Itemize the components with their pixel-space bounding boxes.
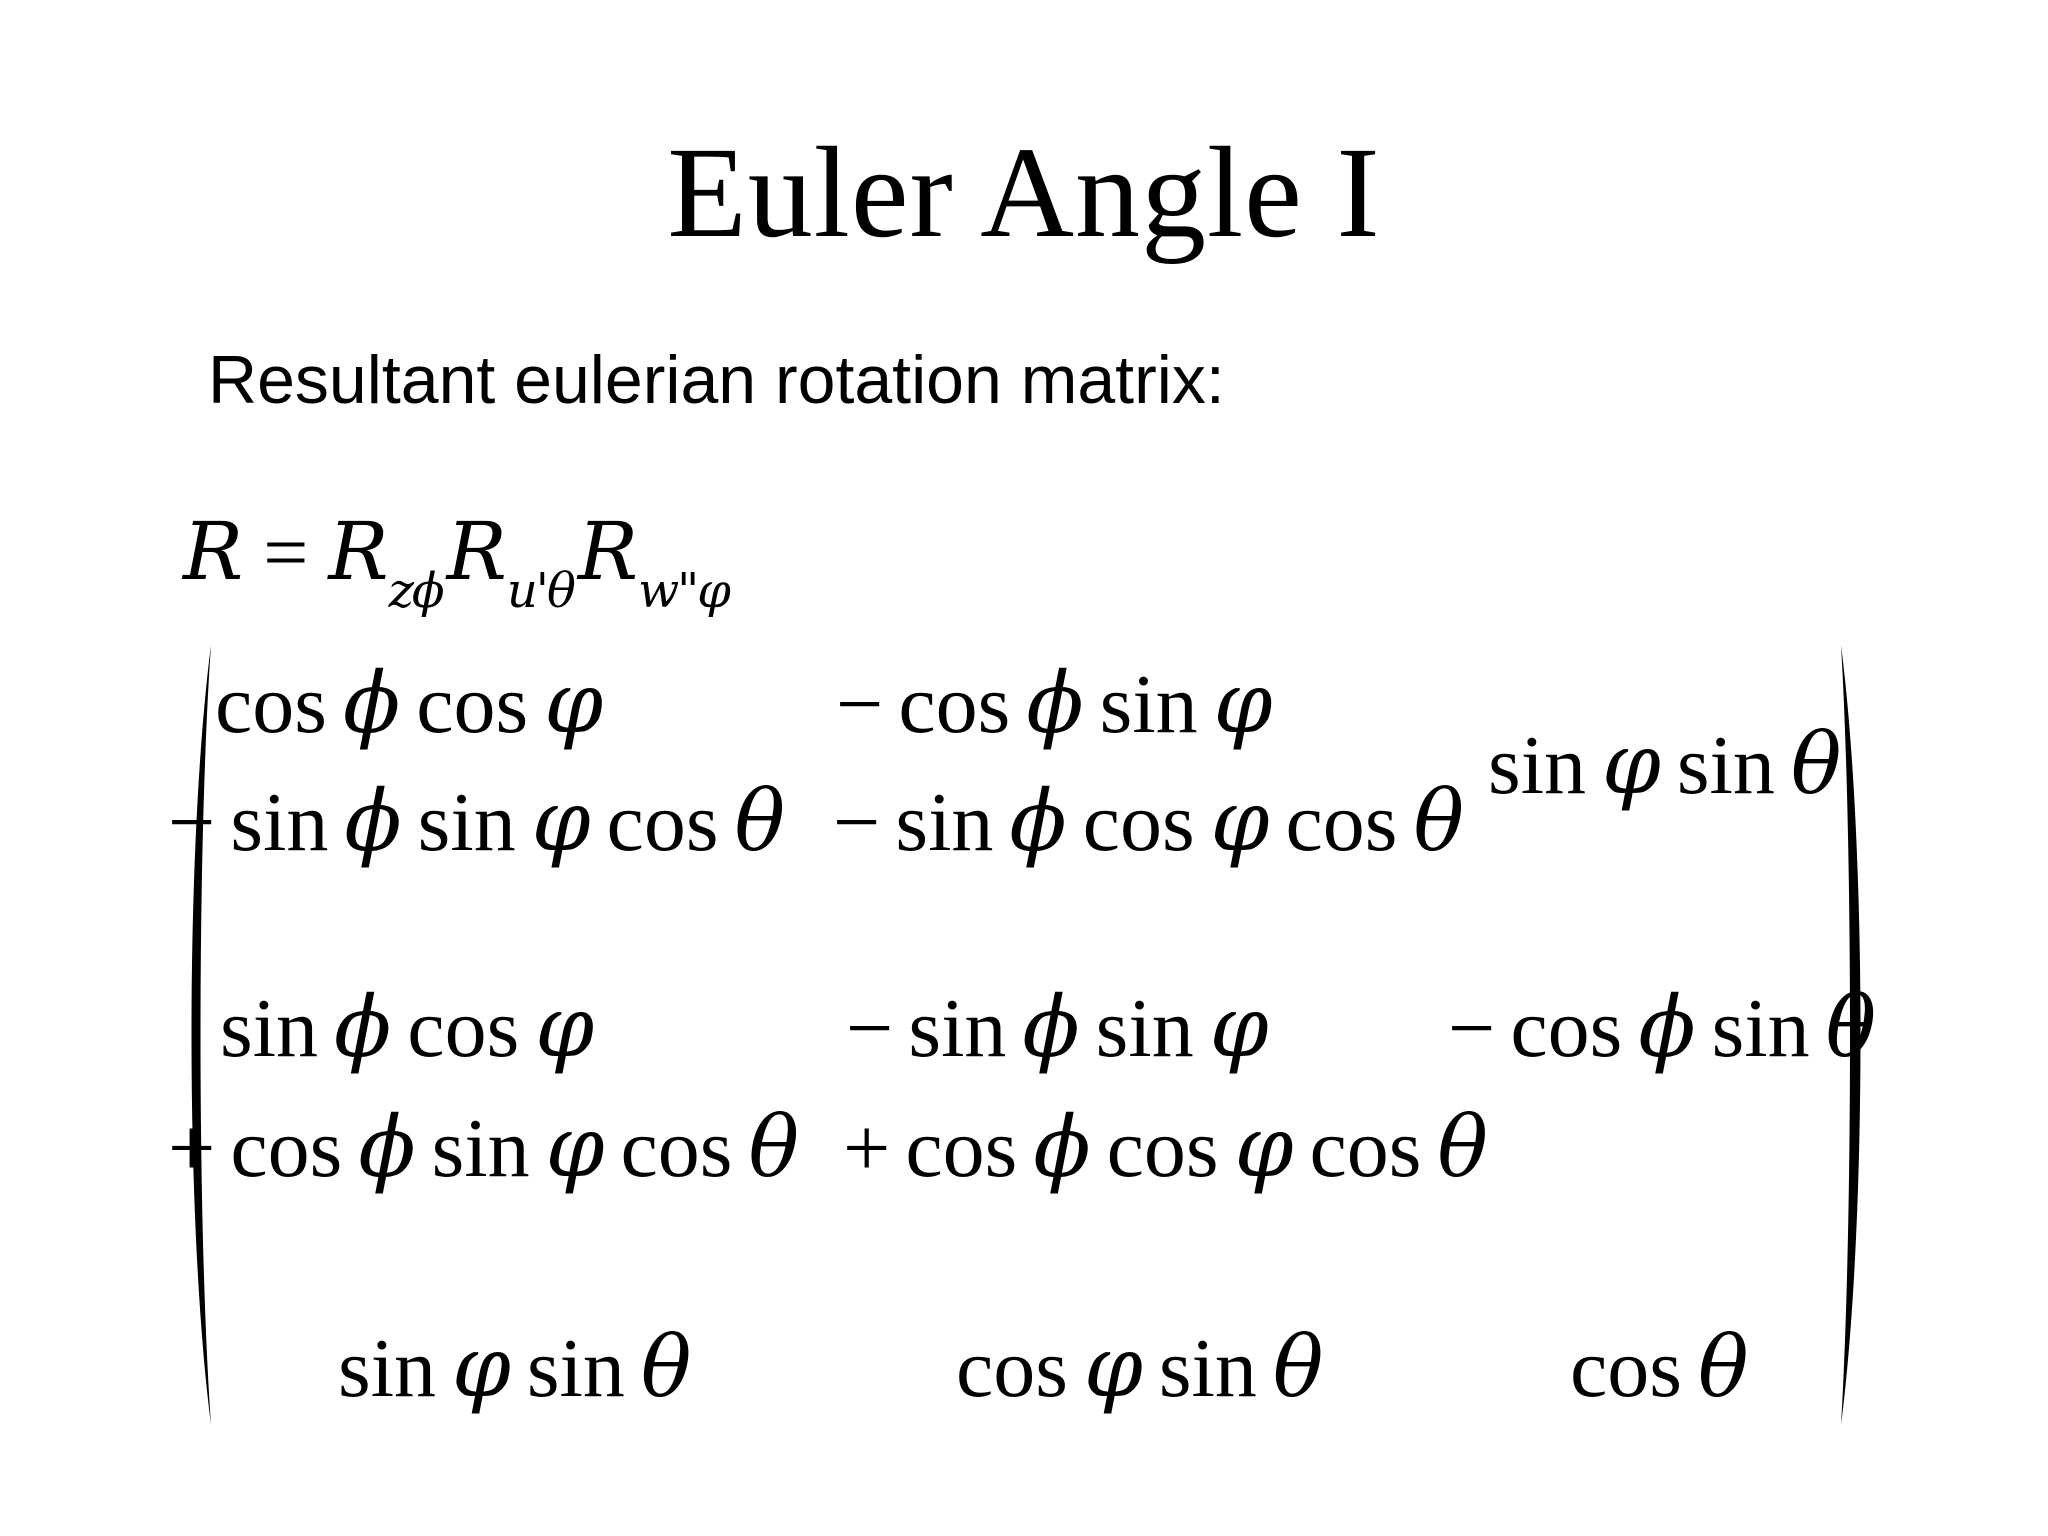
greek-letter: θ (640, 1318, 692, 1416)
greek-letter: φ (1210, 772, 1270, 870)
greek-letter: ϕ (1033, 1098, 1091, 1196)
greek-letter: θ (1825, 978, 1877, 1076)
term-subscript: zϕ (388, 563, 445, 619)
greek-letter: θ (734, 772, 786, 870)
term-subscript: u'θ (506, 563, 576, 619)
matrix-r3c1-line1: sin φ sin θ (338, 1318, 692, 1416)
greek-letter: ϕ (342, 654, 401, 752)
greek-letter: θ (1272, 1318, 1324, 1416)
greek-letter: φ (452, 1318, 511, 1416)
slide-title: Euler Angle I (667, 121, 1381, 265)
greek-letter: φ (1209, 978, 1269, 1076)
greek-letter: φ (1234, 1098, 1294, 1196)
matrix-r2c1-line1: sin ϕ cos φ (220, 978, 595, 1076)
matrix-r1c2-line1: − cos ϕ sin φ (836, 654, 1273, 752)
matrix-r1c1-line2: − sin ϕ sin φ cos θ (168, 772, 786, 870)
greek-letter: θ (1697, 1318, 1749, 1416)
greek-letter: ϕ (1022, 978, 1080, 1076)
term-subscript: w"φ (638, 563, 731, 619)
equation-term-3: Rw"φ (578, 509, 733, 616)
matrix-r2c3-line1: − cos ϕ sin θ (1448, 978, 1877, 1076)
equation-term-2: Ru'θ (447, 509, 578, 616)
greek-letter: ϕ (1026, 654, 1084, 752)
rotation-equation: R=RzϕRu'θRw"φ (183, 509, 733, 616)
matrix-r1c2-line2: − sin ϕ cos φ cos θ (833, 772, 1465, 870)
term-base: R (446, 505, 507, 598)
equation-lhs: R (183, 505, 244, 598)
greek-letter: θ (748, 1098, 800, 1196)
equation-term-1: Rzϕ (328, 509, 446, 616)
greek-letter: ϕ (334, 978, 392, 1076)
greek-letter: θ (1790, 715, 1842, 813)
matrix-r2c2-line2: + cos ϕ cos φ cos θ (843, 1098, 1488, 1196)
matrix-r3c2-line1: cos φ sin θ (956, 1318, 1324, 1416)
greek-letter: φ (535, 978, 595, 1076)
right-parenthesis-icon (1841, 645, 1861, 1425)
greek-letter: θ (1437, 1098, 1488, 1196)
matrix-r3c3-line1: cos θ (1570, 1318, 1749, 1416)
subtitle: Resultant eulerian rotation matrix: (208, 342, 1225, 418)
greek-letter: φ (1602, 715, 1661, 813)
greek-letter: φ (531, 772, 591, 870)
greek-letter: ϕ (1638, 978, 1696, 1076)
greek-letter: φ (544, 654, 604, 752)
greek-letter: φ (545, 1098, 605, 1196)
greek-letter: ϕ (358, 1098, 416, 1196)
equals-sign: = (263, 509, 309, 597)
greek-letter: φ (1083, 1318, 1143, 1416)
left-parenthesis-icon (191, 645, 211, 1425)
greek-letter: ϕ (1009, 772, 1067, 870)
matrix-r1c3-line1: sin φ sin θ (1488, 715, 1842, 813)
greek-letter: θ (1413, 772, 1465, 870)
term-base: R (328, 505, 389, 598)
term-base: R (577, 505, 639, 598)
matrix-r2c1-line2: + cos ϕ sin φ cos θ (168, 1098, 800, 1196)
equation-terms: RzϕRu'θRw"φ (328, 509, 733, 616)
greek-letter: ϕ (344, 772, 402, 870)
greek-letter: φ (1213, 654, 1273, 752)
matrix-r2c2-line1: − sin ϕ sin φ (846, 978, 1269, 1076)
matrix-r1c1-line1: cos ϕ cos φ (215, 654, 604, 752)
